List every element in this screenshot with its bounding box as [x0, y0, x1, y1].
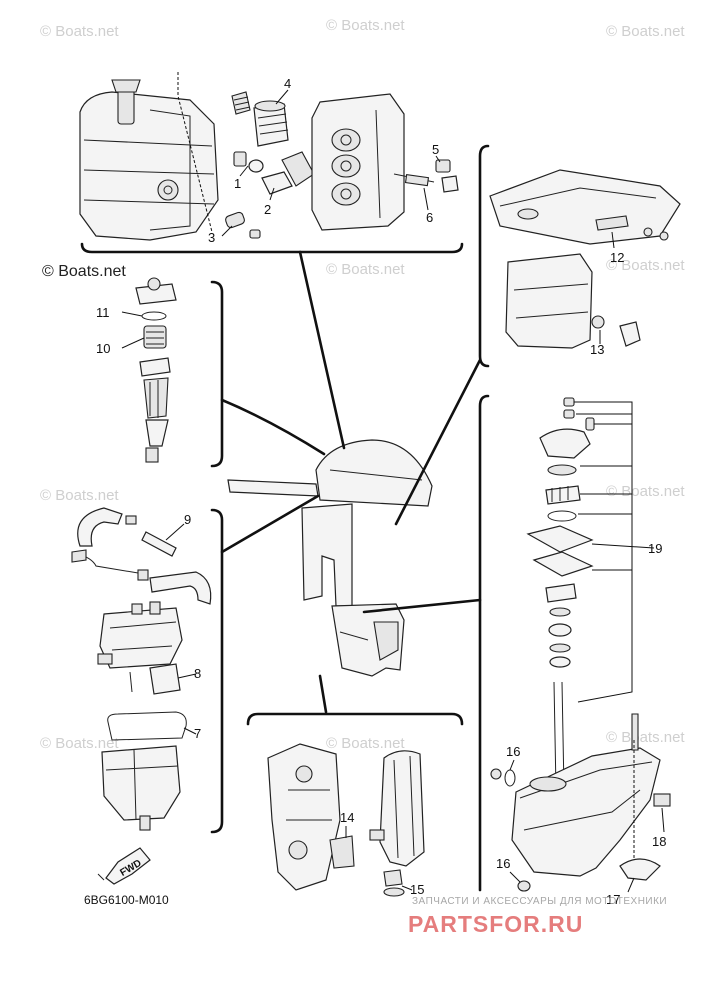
part-number-12: 14 [340, 810, 354, 825]
watermark: © Boats.net [326, 735, 405, 752]
watermark: © Boats.net [40, 735, 119, 752]
watermark: © Boats.net [606, 257, 685, 274]
lower-unit: 18 17 16 16 [490, 681, 671, 907]
fuel-filter: 11 10 [96, 277, 177, 463]
hoses: 9 [71, 507, 212, 605]
watermark: © Boats.net [40, 23, 119, 40]
upper-case: 13 [505, 253, 641, 357]
spark-plug: 5 6 [393, 142, 459, 225]
part-3: 3 [208, 211, 261, 245]
thermostat-parts: 1 2 [233, 151, 315, 217]
part-number-15: 13 [590, 342, 604, 357]
watermark: © Boats.net [606, 23, 685, 40]
part-number-1: 1 [234, 176, 241, 191]
part-number-7: 7 [194, 726, 201, 741]
part-number-6: 6 [426, 210, 433, 225]
part-number-13: 15 [410, 882, 424, 897]
part-number-17: 17 [606, 892, 620, 907]
part-number-18: 18 [652, 834, 666, 849]
engine-block [79, 72, 219, 241]
part-number-16b: 16 [496, 856, 510, 871]
watermark: © Boats.net [606, 483, 685, 500]
watermark: © Boats.net [326, 261, 405, 278]
fwd-arrow: FWD [97, 847, 151, 885]
bracket-bottom-center [246, 712, 464, 726]
bracket-lower-right [478, 394, 490, 892]
part-number-2: 2 [264, 202, 271, 217]
diagram-code: 6BG6100-M010 [84, 893, 169, 907]
brand-tagline: ЗАПЧАСТИ И АКСЕССУАРЫ ДЛЯ МОТОТЕХНИКИ [412, 896, 667, 907]
outboard-motor [227, 439, 433, 677]
brand-name: PARTSFOR.RU [408, 911, 583, 937]
mount-bracket: 14 [267, 743, 355, 891]
watermark: © Boats.net [326, 17, 405, 34]
pointer-lines [220, 250, 482, 714]
watermark: © Boats.net [40, 487, 119, 504]
part-number-4: 4 [284, 76, 291, 91]
part-number-11: 11 [96, 305, 110, 320]
part-number-10: 10 [96, 341, 110, 356]
part-number-9: 9 [184, 512, 191, 527]
section-brackets [80, 144, 490, 892]
bracket-lower-left [210, 508, 224, 834]
part-number-3: 3 [208, 230, 215, 245]
bracket-mid-left [210, 280, 224, 468]
part-number-14: 12 [610, 250, 624, 265]
part-number-8: 8 [194, 666, 201, 681]
oil-filter: 4 [231, 76, 291, 147]
bracket-top-left [80, 242, 464, 254]
cylinder-head [311, 93, 405, 231]
bottom-cowling: 12 [489, 169, 681, 265]
brand-footer: ЗАПЧАСТИ И АКСЕССУАРЫ ДЛЯ МОТОТЕХНИКИ PA… [408, 896, 667, 937]
shock-mount: 15 [369, 750, 425, 897]
vapor-separator: 7 [101, 711, 201, 831]
watermark-dark: © Boats.net [42, 263, 126, 280]
part-number-19: 19 [648, 541, 662, 556]
watermark: © Boats.net [606, 729, 685, 746]
bracket-top-right [478, 144, 490, 368]
fuel-pump: 8 [97, 601, 201, 695]
water-pump-stack: 19 [526, 397, 662, 703]
part-number-16a: 16 [506, 744, 520, 759]
part-number-5: 5 [432, 142, 439, 157]
